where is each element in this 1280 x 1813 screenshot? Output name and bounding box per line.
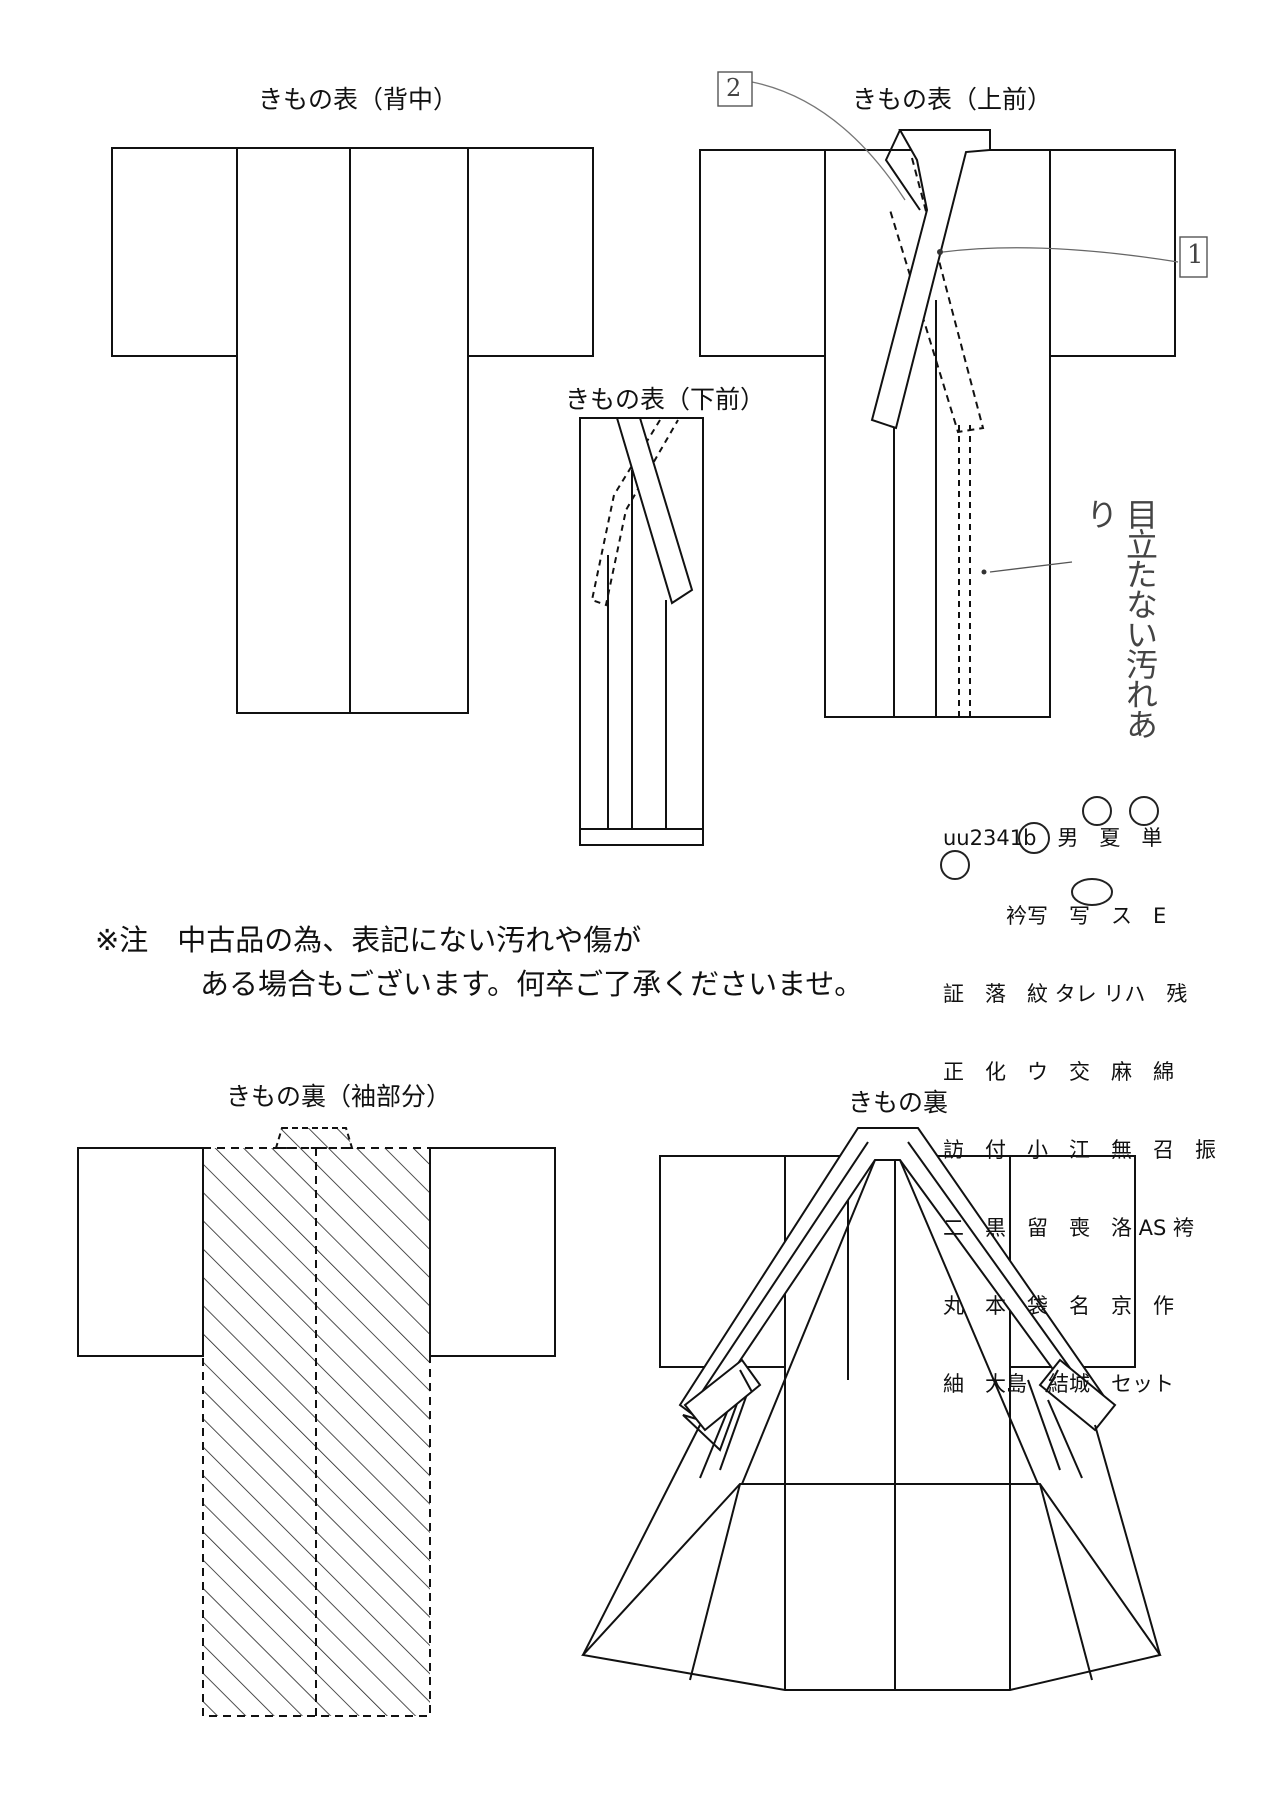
code-row: uu2341b 男 夏 単	[943, 826, 1163, 850]
handwritten-mark-2: 2	[726, 74, 742, 102]
code-circles	[940, 796, 1159, 906]
label-upper-front: きもの表（上前）	[852, 85, 1053, 114]
kimono-lining-sleeve-view	[77, 1127, 556, 1717]
label-lining-sleeve: きもの裏（袖部分）	[226, 1082, 452, 1111]
kimono-lower-front-view	[579, 417, 704, 846]
handwritten-stain-note: 目立たない汚れあり	[1081, 498, 1159, 738]
kimono-lining-view	[581, 1127, 1162, 1691]
code-row: 正 化 ウ 交 麻 綿	[943, 1060, 1174, 1084]
label-lower-front: きもの表（下前）	[565, 385, 766, 414]
kimono-back-view	[111, 147, 594, 714]
label-back: きもの表（背中）	[258, 85, 459, 114]
code-row: 訪 付 小 江 無 召 振	[943, 1138, 1216, 1162]
code-row: 紬 大島 結城 セット	[943, 1372, 1174, 1396]
code-row: 証 落 紋 タレ リハ 残	[943, 982, 1188, 1006]
code-row: 衿写 写 ス E	[943, 904, 1167, 928]
item-code-table: uu2341b 男 夏 単 衿写 写 ス E 証 落 紋 タレ リハ 残 正 化…	[943, 773, 1216, 1423]
kimono-upper-front-view	[699, 71, 1208, 718]
label-lining: きもの裏	[848, 1088, 949, 1117]
code-row: 二 黒 留 喪 洛 AS 袴	[943, 1216, 1195, 1240]
note-line-2: ある場合もございます。何卒ご了承くださいませ。	[200, 967, 864, 1001]
code-row: 丸 本 袋 名 京 作	[943, 1294, 1174, 1318]
note-line-1: ※注 中古品の為、表記にない汚れや傷が	[95, 923, 642, 957]
handwritten-mark-1: 1	[1187, 240, 1204, 270]
